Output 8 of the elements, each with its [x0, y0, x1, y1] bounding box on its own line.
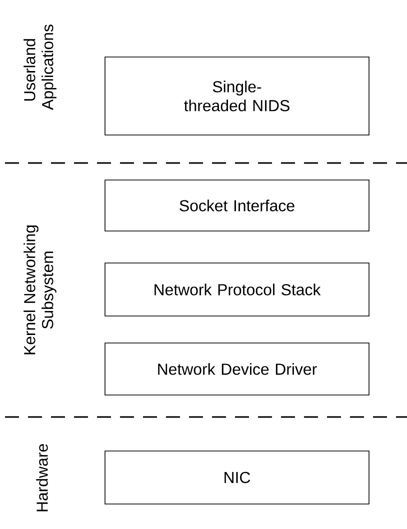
layer-box: Network Protocol Stack — [104, 262, 370, 316]
layer-label: Hardware — [36, 444, 48, 512]
layer-box: Single-threaded NIDS — [104, 56, 370, 136]
layer-label: Kernel Networking Subsystem — [24, 225, 56, 354]
layer-label: Userland Applications — [24, 24, 56, 110]
layer-box: NIC — [104, 450, 370, 504]
layer-box: Network Device Driver — [104, 342, 370, 396]
layer-box: Socket Interface — [104, 180, 370, 232]
